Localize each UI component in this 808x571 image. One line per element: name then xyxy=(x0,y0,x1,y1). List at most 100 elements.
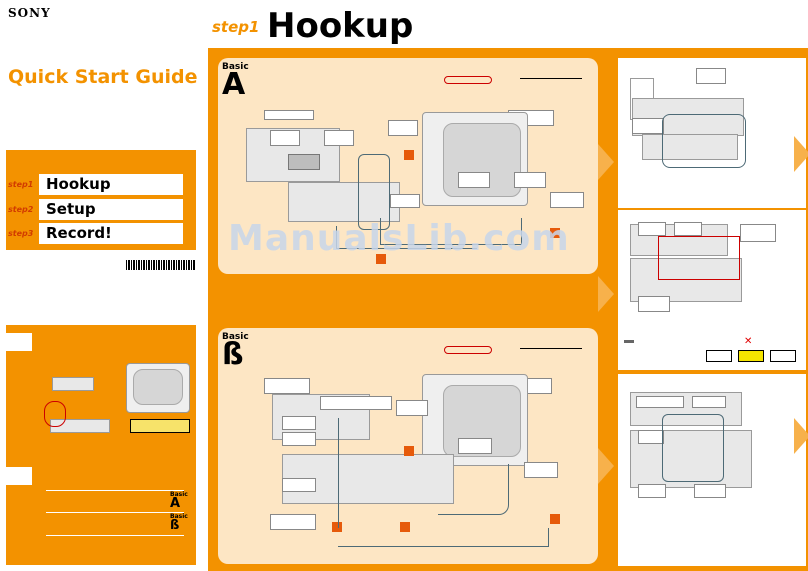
divider xyxy=(46,535,184,536)
callout-label xyxy=(458,172,490,188)
barcode xyxy=(126,260,196,270)
callout-label xyxy=(638,296,670,312)
callout-label xyxy=(458,438,492,454)
hookup-main-area: Basic A Basic ß xyxy=(208,48,808,571)
callout-label xyxy=(638,222,666,236)
av-cable-icon xyxy=(444,346,492,354)
callout-label xyxy=(282,478,316,492)
callout-label xyxy=(324,130,354,146)
panel-notch xyxy=(6,333,32,351)
basic-a-panel: Basic A xyxy=(218,58,598,274)
callout-label xyxy=(694,484,726,498)
watermark: ManualsLib.com xyxy=(228,218,570,259)
callout-label xyxy=(282,432,316,446)
connection-cable xyxy=(336,226,477,249)
panel-label-text: Basic xyxy=(222,62,249,72)
antenna-cable-icon xyxy=(520,348,582,349)
divider xyxy=(46,490,184,491)
callout-label xyxy=(388,120,418,136)
step-marker xyxy=(376,254,386,264)
panel-notch xyxy=(6,467,32,485)
page-step-label: step1 xyxy=(212,18,260,36)
callout-label xyxy=(740,224,776,242)
connection-cable xyxy=(44,401,66,427)
advanced-connection-panel xyxy=(618,374,806,566)
dvd-recorder-illustration xyxy=(288,182,400,222)
step-item-setup[interactable]: step2 Setup xyxy=(6,199,196,221)
av-connection-panel: ✕ xyxy=(618,210,806,370)
callout-label xyxy=(264,110,314,120)
guide-title: Quick Start Guide xyxy=(8,66,198,88)
panel-letter: A xyxy=(222,67,246,102)
vcr-rear-panel xyxy=(288,154,320,170)
callout-label xyxy=(264,378,310,394)
step-marker xyxy=(550,228,560,238)
callout-label xyxy=(696,68,726,84)
dvd-recorder-illustration xyxy=(630,258,742,302)
basic-b-panel: Basic ß xyxy=(218,328,598,564)
callout-label xyxy=(524,462,558,478)
link-basic-a[interactable]: Basic A xyxy=(170,491,188,510)
flow-arrow xyxy=(794,136,808,172)
step-item-record[interactable]: step3 Record! xyxy=(6,223,196,245)
callout-label xyxy=(320,396,392,410)
step-label-box xyxy=(39,199,183,220)
player-illustration xyxy=(130,419,190,433)
flow-arrow xyxy=(598,144,614,180)
step-label: Setup xyxy=(46,200,96,218)
callout-label xyxy=(390,194,420,208)
callout-label xyxy=(514,172,546,188)
panel-label: Basic A xyxy=(222,62,249,102)
step-label-box xyxy=(39,174,183,195)
connection-cable xyxy=(380,218,522,245)
callout-label xyxy=(270,514,316,530)
callout-label xyxy=(674,222,702,236)
callout-label xyxy=(270,130,300,146)
flow-box xyxy=(706,350,732,362)
connection-cable xyxy=(338,418,347,528)
step-number: step1 xyxy=(8,180,34,189)
connection-cable xyxy=(358,154,390,230)
note-bullet xyxy=(624,340,634,343)
step-marker xyxy=(332,522,342,532)
dvd-recorder-illustration xyxy=(642,134,738,160)
connection-cable xyxy=(438,464,509,515)
flow-box xyxy=(770,350,796,362)
panel-letter: ß xyxy=(222,337,244,372)
link-letter: A xyxy=(170,496,181,511)
panel-label: Basic ß xyxy=(222,332,249,372)
not-allowed-icon: ✕ xyxy=(744,336,753,347)
step-marker xyxy=(550,514,560,524)
brand-logo: SONY xyxy=(8,6,51,20)
link-letter: ß xyxy=(170,518,180,533)
tv-illustration xyxy=(422,112,528,206)
tv-illustration xyxy=(126,363,190,413)
link-basic-b[interactable]: Basic ß xyxy=(170,513,188,532)
panel-label-text: Basic xyxy=(222,332,249,342)
flow-box-highlight xyxy=(738,350,764,362)
step-item-hookup[interactable]: step1 Hookup xyxy=(6,174,196,196)
step-label: Hookup xyxy=(46,175,111,193)
callout-label xyxy=(396,400,428,416)
antenna-box-illustration xyxy=(52,377,94,391)
callout-label xyxy=(636,396,684,408)
divider xyxy=(46,512,184,513)
antenna-cable-icon xyxy=(520,78,582,79)
connection-cable xyxy=(662,414,724,482)
callout-label xyxy=(632,118,664,134)
step-list: step1 Hookup step2 Setup step3 Record! xyxy=(6,150,196,250)
step-number: step2 xyxy=(8,205,34,214)
callout-label xyxy=(692,396,726,408)
link-label: Basic xyxy=(170,491,188,498)
callout-label xyxy=(638,430,664,444)
step-marker xyxy=(404,446,414,456)
step-marker xyxy=(404,150,414,160)
step-marker xyxy=(400,522,410,532)
callout-label xyxy=(282,416,316,430)
connection-cable xyxy=(662,114,746,168)
callout-label xyxy=(638,484,666,498)
connection-cable xyxy=(338,528,549,547)
av-cable xyxy=(658,236,740,280)
flow-arrow xyxy=(794,418,808,454)
tv-screen xyxy=(133,369,183,405)
